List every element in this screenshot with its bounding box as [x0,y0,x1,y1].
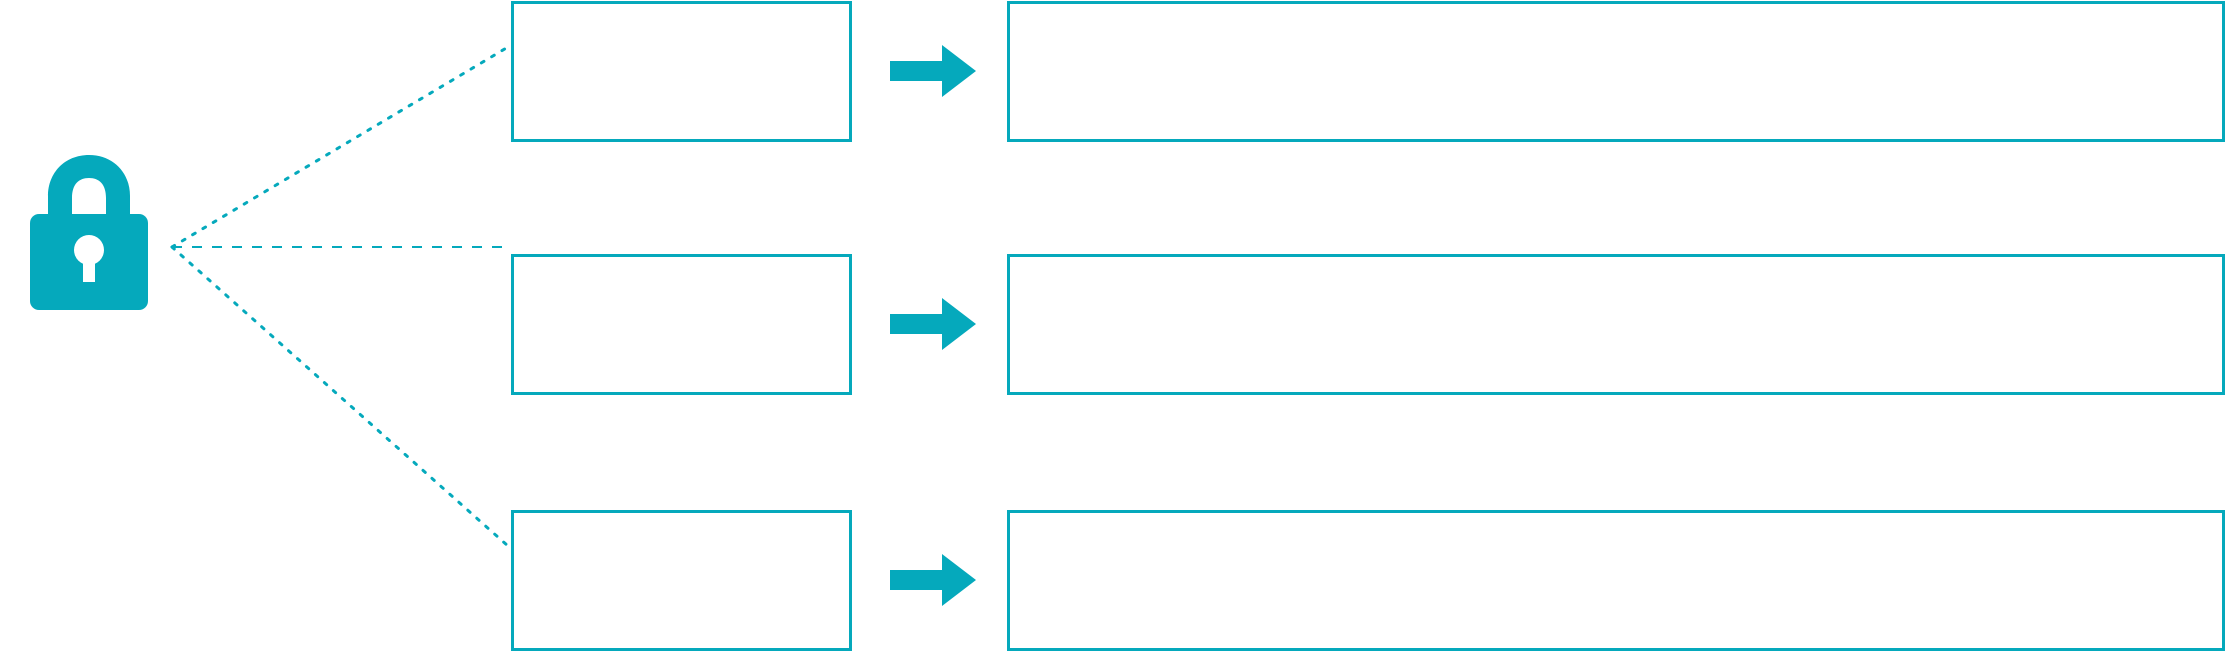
row-1-arrow-right-icon [890,45,976,97]
row-2-left-box[interactable] [511,254,852,395]
row-3-left-box[interactable] [511,510,852,651]
row-3-right-box[interactable] [1007,510,2225,651]
row-2-right-box[interactable] [1007,254,2225,395]
row-1-left-box[interactable] [511,1,852,142]
flow-row-2 [0,254,2229,395]
row-1-right-box[interactable] [1007,1,2225,142]
flow-row-1 [0,1,2229,142]
row-2-arrow-right-icon [890,298,976,350]
lock-icon [30,155,148,310]
flow-row-3 [0,510,2229,651]
row-3-arrow-right-icon [890,554,976,606]
